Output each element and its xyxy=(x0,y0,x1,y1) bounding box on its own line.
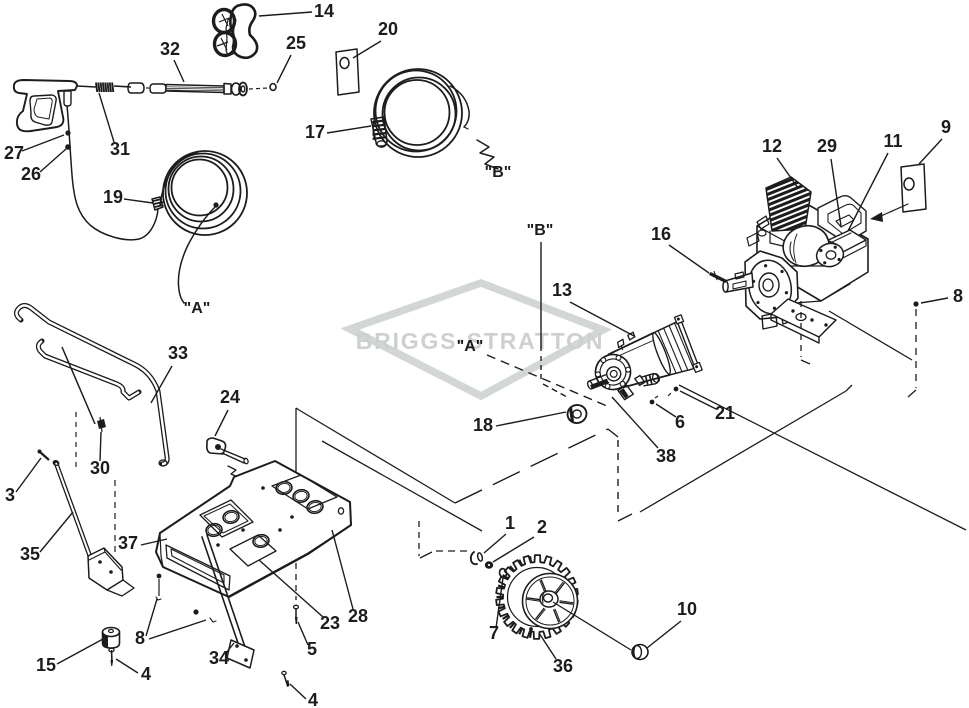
svg-text:37: 37 xyxy=(118,533,138,553)
svg-text:18: 18 xyxy=(473,415,493,435)
svg-text:14: 14 xyxy=(314,1,334,21)
svg-text:"B": "B" xyxy=(527,222,554,239)
svg-text:11: 11 xyxy=(883,131,902,151)
svg-text:12: 12 xyxy=(762,136,782,156)
svg-text:6: 6 xyxy=(675,412,685,432)
svg-text:36: 36 xyxy=(553,656,573,676)
svg-text:27: 27 xyxy=(4,143,24,163)
svg-text:2: 2 xyxy=(537,517,547,537)
svg-text:"A": "A" xyxy=(457,338,484,355)
svg-text:28: 28 xyxy=(348,606,368,626)
svg-text:13: 13 xyxy=(552,280,572,300)
svg-text:21: 21 xyxy=(715,403,735,423)
svg-text:1: 1 xyxy=(505,513,515,533)
svg-text:19: 19 xyxy=(103,187,123,207)
svg-text:3: 3 xyxy=(5,485,15,505)
svg-text:25: 25 xyxy=(286,33,306,53)
svg-text:30: 30 xyxy=(90,458,110,478)
svg-text:35: 35 xyxy=(20,544,40,564)
svg-text:9: 9 xyxy=(941,117,951,137)
svg-text:23: 23 xyxy=(320,613,340,633)
svg-text:15: 15 xyxy=(36,655,56,675)
svg-text:10: 10 xyxy=(677,599,697,619)
svg-text:BRIGGS·STRATTON: BRIGGS·STRATTON xyxy=(356,328,604,354)
svg-text:32: 32 xyxy=(160,39,180,59)
svg-text:17: 17 xyxy=(305,122,325,142)
svg-text:5: 5 xyxy=(307,639,317,659)
svg-text:"B": "B" xyxy=(485,164,512,181)
svg-text:24: 24 xyxy=(220,387,240,407)
svg-text:26: 26 xyxy=(21,164,41,184)
svg-text:20: 20 xyxy=(378,19,398,39)
svg-text:8: 8 xyxy=(135,628,145,648)
svg-text:33: 33 xyxy=(168,343,188,363)
svg-text:34: 34 xyxy=(209,648,229,668)
svg-text:38: 38 xyxy=(656,446,676,466)
svg-text:4: 4 xyxy=(141,664,151,684)
svg-text:7: 7 xyxy=(489,623,499,643)
svg-text:8: 8 xyxy=(953,286,963,306)
svg-text:4: 4 xyxy=(308,690,318,708)
svg-text:"A": "A" xyxy=(184,300,211,317)
svg-text:31: 31 xyxy=(110,139,130,159)
svg-text:16: 16 xyxy=(651,224,671,244)
svg-text:29: 29 xyxy=(817,136,837,156)
